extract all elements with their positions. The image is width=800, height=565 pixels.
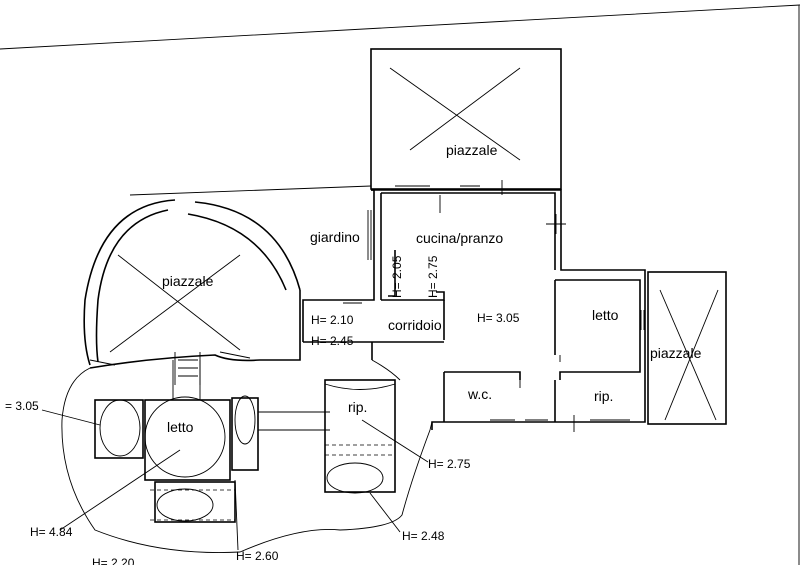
rip-center-room bbox=[324, 359, 401, 494]
height-245: H= 2.45 bbox=[311, 334, 354, 348]
height-cut: H= 2.20 bbox=[92, 556, 135, 565]
building-walls bbox=[302, 189, 646, 430]
height-305-kitchen: H= 3.05 bbox=[477, 311, 520, 325]
label-piazzale-left: piazzale bbox=[162, 273, 214, 289]
label-letto-right: letto bbox=[592, 307, 619, 323]
height-275-vertical: H= 2.75 bbox=[426, 255, 440, 298]
piazzale-left-area bbox=[83, 185, 372, 385]
height-305-left: = 3.05 bbox=[5, 399, 39, 413]
piazzale-right-area bbox=[647, 271, 727, 425]
height-205: H= 2.05 bbox=[390, 255, 404, 298]
height-484: H= 4.84 bbox=[30, 525, 73, 539]
letto-center-room bbox=[94, 360, 330, 523]
height-248: H= 2.48 bbox=[402, 529, 445, 543]
label-piazzale-top: piazzale bbox=[446, 142, 498, 158]
label-corridoio: corridoio bbox=[388, 317, 442, 333]
sheet-border bbox=[0, 4, 800, 565]
label-letto-center: letto bbox=[167, 419, 194, 435]
label-rip-center: rip. bbox=[348, 399, 367, 415]
label-wc: w.c. bbox=[467, 386, 492, 402]
label-cucina-pranzo: cucina/pranzo bbox=[416, 230, 503, 246]
height-275-rip: H= 2.75 bbox=[428, 457, 471, 471]
height-210: H= 2.10 bbox=[311, 313, 354, 327]
leader-lines bbox=[41, 409, 429, 551]
windows bbox=[299, 180, 645, 432]
garden-enclosure bbox=[61, 367, 433, 553]
height-260: H= 2.60 bbox=[236, 549, 279, 563]
label-piazzale-right: piazzale bbox=[650, 345, 702, 361]
piazzale-top-area bbox=[370, 48, 562, 190]
label-rip-right: rip. bbox=[594, 388, 613, 404]
label-giardino: giardino bbox=[310, 229, 360, 245]
